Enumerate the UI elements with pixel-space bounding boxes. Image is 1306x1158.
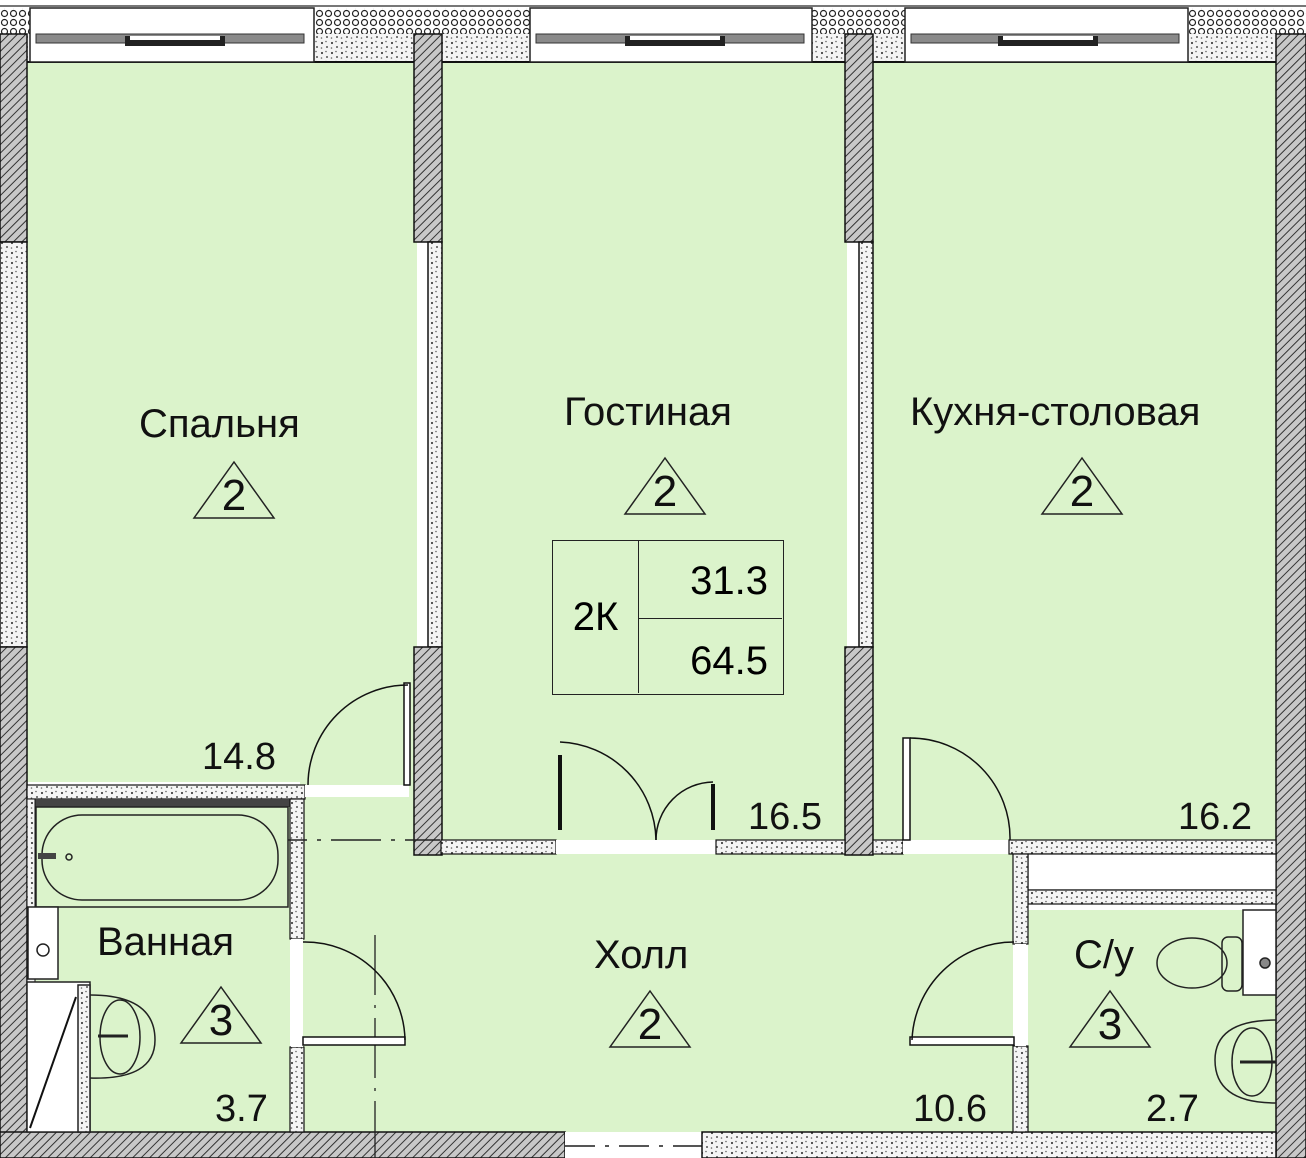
category-triangle-bedroom: 2 <box>192 460 276 520</box>
doors <box>291 682 1015 1047</box>
category-value: 3 <box>208 996 234 1045</box>
category-value: 2 <box>652 467 678 516</box>
room-name-hall: Холл <box>594 933 689 977</box>
wall-bedroom-living <box>413 33 443 856</box>
area-bathroom: 3.7 <box>215 1088 268 1130</box>
living-area-total: 31.3 <box>639 541 782 619</box>
room-fills <box>27 62 1276 1132</box>
category-triangle-kitchen: 2 <box>1040 456 1124 516</box>
window-living <box>529 7 813 63</box>
triangle-icon <box>623 456 707 515</box>
wall-living-kitchen <box>844 33 874 856</box>
room-name-bathroom: Ванная <box>97 920 235 964</box>
category-triangle-wc: 3 <box>1068 989 1152 1049</box>
triangle-icon <box>179 985 263 1044</box>
triangle-icon <box>608 989 692 1048</box>
left-exterior-wall <box>0 33 28 1158</box>
kitchen-fill <box>873 62 1276 840</box>
category-value: 3 <box>1097 1000 1123 1049</box>
category-value: 2 <box>221 471 247 520</box>
bottom-wall <box>0 1131 1277 1158</box>
window-kitchen <box>904 7 1189 63</box>
room-name-bedroom: Спальня <box>139 402 300 446</box>
top-facade <box>0 0 1306 63</box>
bedroom-fill <box>27 62 417 782</box>
bathroom-fixtures <box>26 906 156 1133</box>
door-kitchen <box>902 737 1011 841</box>
apartment-type: 2К <box>553 541 639 693</box>
area-wc: 2.7 <box>1146 1088 1199 1130</box>
window-bedroom <box>29 7 315 63</box>
category-triangle-hall: 2 <box>608 989 692 1049</box>
hall-fill <box>300 852 1013 1132</box>
living-fill <box>441 62 847 840</box>
room-name-kitchen: Кухня-столовая <box>910 390 1201 434</box>
room-name-wc: С/у <box>1074 933 1134 977</box>
door-living <box>558 741 715 841</box>
apartment-summary-box: 2К 31.3 64.5 <box>552 540 784 695</box>
category-value: 2 <box>637 1000 663 1049</box>
partition-kitchen-hall <box>872 839 1277 1133</box>
wc-fixtures <box>1156 909 1277 1104</box>
partition-living-hall <box>440 839 846 855</box>
triangle-icon <box>192 460 276 519</box>
category-value: 2 <box>1069 467 1095 516</box>
right-exterior-wall <box>1275 33 1306 1158</box>
area-kitchen: 16.2 <box>1178 796 1252 838</box>
door-bathroom <box>291 939 406 1047</box>
bathtub <box>35 806 289 908</box>
area-bedroom: 14.8 <box>202 736 276 778</box>
category-triangle-bathroom: 3 <box>179 985 263 1045</box>
triangle-icon <box>1040 456 1124 515</box>
door-wc <box>909 941 1015 1046</box>
category-triangle-living: 2 <box>623 456 707 516</box>
door-bedroom <box>307 682 411 786</box>
triangle-icon <box>1068 989 1152 1048</box>
area-hall: 10.6 <box>913 1088 987 1130</box>
room-name-living: Гостиная <box>564 390 732 434</box>
total-area: 64.5 <box>690 639 768 683</box>
area-living: 16.5 <box>748 796 822 838</box>
